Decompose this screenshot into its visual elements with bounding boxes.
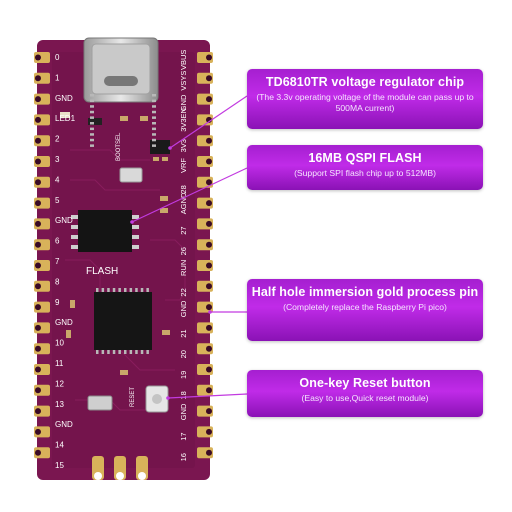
callout-title: TD6810TR voltage regulator chip: [265, 75, 465, 89]
pin-label-left: 10: [55, 339, 64, 348]
pin-label-right: GND: [179, 403, 188, 420]
voltage-regulator-chip: [150, 140, 170, 154]
callout-subtitle: (Support SPI flash chip up to 512MB): [294, 168, 436, 178]
pin-label-left: 7: [55, 257, 60, 266]
pin-label-left: 2: [55, 135, 60, 144]
pin-label-left: LED1: [55, 114, 76, 123]
bootsel-label: BOOTSEL: [116, 132, 122, 161]
leader-line-regulator: [169, 95, 248, 149]
pin-label-right: 18: [179, 391, 188, 399]
pin-label-left: 1: [55, 73, 60, 82]
pin-label-right: 19: [179, 371, 188, 379]
callout-subtitle: (The 3.3v operating voltage of the modul…: [256, 92, 474, 113]
pin-label-right: 20: [179, 350, 188, 358]
pin-label-right: GND: [179, 94, 188, 111]
pin-label-left: 12: [55, 379, 64, 388]
callout-reset: One-key Reset button (Easy to use,Quick …: [247, 370, 483, 417]
pin-label-right: 22: [179, 288, 188, 296]
pin-label-right: VBUS: [179, 50, 188, 70]
pin-label-left: 5: [55, 196, 60, 205]
flash-label: FLASH: [86, 266, 118, 277]
pin-label-right: 16: [179, 453, 188, 461]
pin-label-right: GND: [179, 300, 188, 317]
pin-label-left: 4: [55, 175, 60, 184]
mcu-chip: [94, 292, 152, 350]
pin-label-left: 14: [55, 441, 64, 450]
callout-subtitle: (Completely replace the Raspberry Pi pic…: [283, 302, 447, 312]
callout-subtitle: (Easy to use,Quick reset module): [301, 393, 429, 403]
pin-label-right: 3V3: [179, 139, 188, 152]
pin-label-right: 17: [179, 432, 188, 440]
pin-label-right: VSYS: [179, 71, 188, 91]
reset-label: RESET: [130, 387, 136, 407]
leader-line-flash: [131, 167, 248, 223]
callout-flash: 16MB QSPI FLASH (Support SPI flash chip …: [247, 145, 483, 190]
pin-label-left: 8: [55, 277, 60, 286]
pin-label-left: GND: [55, 318, 73, 327]
pin-label-left: 3: [55, 155, 60, 164]
callout-pins: Half hole immersion gold process pin (Co…: [247, 279, 483, 341]
pin-label-right: 21: [179, 329, 188, 337]
pin-label-left: 6: [55, 237, 60, 246]
pin-label-right: 27: [179, 226, 188, 234]
pin-label-left: 11: [55, 359, 64, 368]
pin-label-left: 13: [55, 400, 64, 409]
pin-label-right: RUN: [179, 260, 188, 276]
callout-title: 16MB QSPI FLASH: [308, 151, 422, 165]
pin-label-left: GND: [55, 94, 73, 103]
callout-title: One-key Reset button: [299, 376, 431, 390]
pin-label-left: 9: [55, 298, 60, 307]
pin-label-right: AGND: [179, 192, 188, 214]
leader-line-reset: [167, 393, 248, 399]
pin-label-left: 15: [55, 461, 64, 470]
pin-label-right: 26: [179, 247, 188, 255]
pin-label-left: GND: [55, 420, 73, 429]
bootsel-button: [119, 167, 143, 183]
pin-label-left: 0: [55, 53, 60, 62]
pin-label-left: GND: [55, 216, 73, 225]
pin-label-right: 3V3EN: [179, 108, 188, 132]
pin-label-right: 28: [179, 185, 188, 193]
callout-regulator: TD6810TR voltage regulator chip (The 3.3…: [247, 69, 483, 129]
pin-label-right: VRF: [179, 158, 188, 173]
crystal: [87, 395, 113, 411]
flash-chip: [78, 210, 132, 252]
callout-title: Half hole immersion gold process pin: [251, 285, 479, 299]
